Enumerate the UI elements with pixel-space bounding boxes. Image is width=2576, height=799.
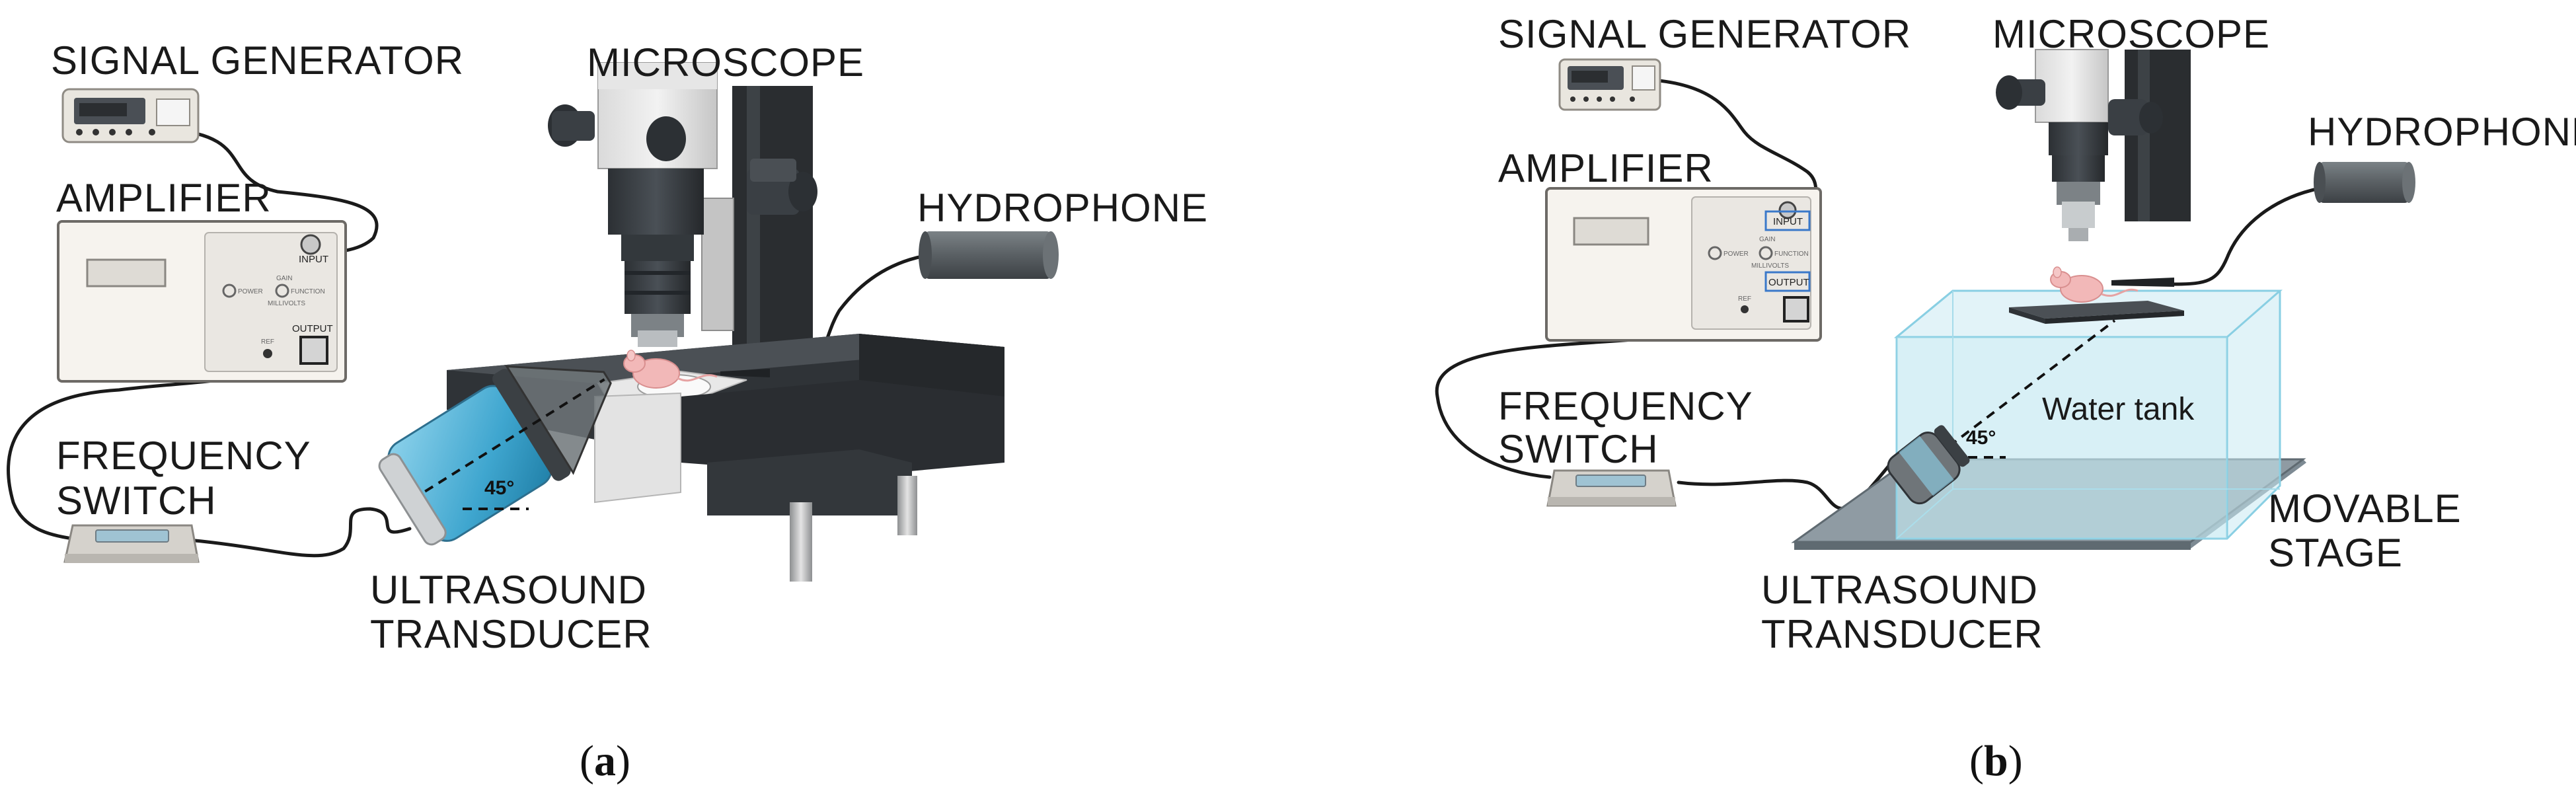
- label-microscope-b: MICROSCOPE: [1992, 12, 2270, 56]
- amp-gain-label-b: GAIN: [1759, 236, 1775, 243]
- caption-b: (b): [1969, 737, 2023, 785]
- amp-input-label-a: INPUT: [299, 254, 328, 265]
- amplifier-device-b: INPUT OUTPUT POWER GAIN FUNCTION MILLIVO…: [1545, 187, 1822, 342]
- label-frequency-switch-line1-b: FREQUENCY: [1498, 384, 1753, 428]
- label-transducer-line1-a: ULTRASOUND: [370, 568, 647, 612]
- label-transducer-line2-b: TRANSDUCER: [1761, 612, 2043, 656]
- signal-generator-device-b: [1558, 58, 1661, 111]
- angle-label-a: 45°: [484, 477, 514, 499]
- amplifier-device-a: POWER GAIN FUNCTION MILLIVOLTS REF INPUT…: [57, 220, 347, 383]
- amp-input-label-b: INPUT: [1773, 216, 1803, 227]
- frequency-switch-device-b: [1546, 469, 1677, 507]
- water-tank-b: [1893, 289, 2283, 540]
- amp-output-label-b: OUTPUT: [1768, 277, 1809, 288]
- caption-a: (a): [580, 737, 630, 785]
- caption-a-letter: a: [594, 737, 616, 785]
- ultrasound-transducer-a: [378, 365, 612, 546]
- amp-gain-label-a: GAIN: [276, 275, 292, 282]
- label-transducer-line1-b: ULTRASOUND: [1761, 568, 2038, 612]
- label-hydrophone-a: HYDROPHONE: [917, 186, 1208, 230]
- label-amplifier-b: AMPLIFIER: [1498, 146, 1714, 190]
- frequency-switch-device-a: [63, 524, 200, 563]
- cable-generator-amplifier-a: [163, 127, 379, 254]
- hydrophone-b: [2111, 162, 2415, 287]
- label-signal-generator-a: SIGNAL GENERATOR: [51, 38, 464, 83]
- microscope-b: [1996, 49, 2191, 241]
- ultrasound-transducer-b: [1887, 425, 1970, 505]
- amp-ref-label-b: REF: [1738, 295, 1751, 303]
- mouse-a: [623, 350, 718, 389]
- amp-function-label-a: FUNCTION: [291, 288, 325, 295]
- mouse-platform-b: [2009, 301, 2184, 324]
- label-frequency-switch-line2-b: SWITCH: [1498, 427, 1659, 471]
- label-microscope-a: MICROSCOPE: [587, 40, 864, 85]
- label-hydrophone-b: HYDROPHONE: [2308, 110, 2576, 154]
- amp-power-label-b: POWER: [1724, 250, 1749, 258]
- label-water-tank-b: Water tank: [2042, 392, 2195, 427]
- signal-generator-device-a: [61, 88, 200, 143]
- cable-hydrophone-b: [2172, 186, 2322, 286]
- amp-power-label-a: POWER: [238, 288, 263, 295]
- label-amplifier-a: AMPLIFIER: [56, 176, 272, 220]
- caption-b-letter: b: [1984, 737, 2008, 785]
- amp-ref-label-a: REF: [261, 338, 274, 346]
- label-frequency-switch-line1-a: FREQUENCY: [56, 434, 311, 478]
- beam-line-b: [1935, 319, 2116, 457]
- angle-label-b: 45°: [1966, 427, 1996, 449]
- label-frequency-switch-line2-a: SWITCH: [56, 478, 217, 523]
- amp-millivolts-label-a: MILLIVOLTS: [268, 300, 305, 307]
- cable-switch-transducer-a: [193, 507, 412, 558]
- panel-a: SIGNAL GENERATOR AMPLIFIER POWER GAIN FU…: [7, 38, 1208, 785]
- label-signal-generator-b: SIGNAL GENERATOR: [1498, 12, 1911, 56]
- mouse-b: [2050, 266, 2139, 303]
- microscope-a: [548, 62, 817, 350]
- label-transducer-line2-a: TRANSDUCER: [370, 612, 652, 656]
- amp-output-label-a: OUTPUT: [292, 323, 333, 334]
- panel-b: SIGNAL GENERATOR MICROSCOPE HYDROPHONE: [1435, 12, 2576, 785]
- label-movable-stage-line1-b: MOVABLE: [2268, 486, 2462, 531]
- cable-switch-transducer-b: [1677, 447, 1905, 510]
- amp-function-label-b: FUNCTION: [1774, 250, 1809, 258]
- label-movable-stage-line2-b: STAGE: [2268, 531, 2403, 575]
- amp-millivolts-label-b: MILLIVOLTS: [1751, 262, 1789, 270]
- hydrophone-a: [720, 231, 1059, 377]
